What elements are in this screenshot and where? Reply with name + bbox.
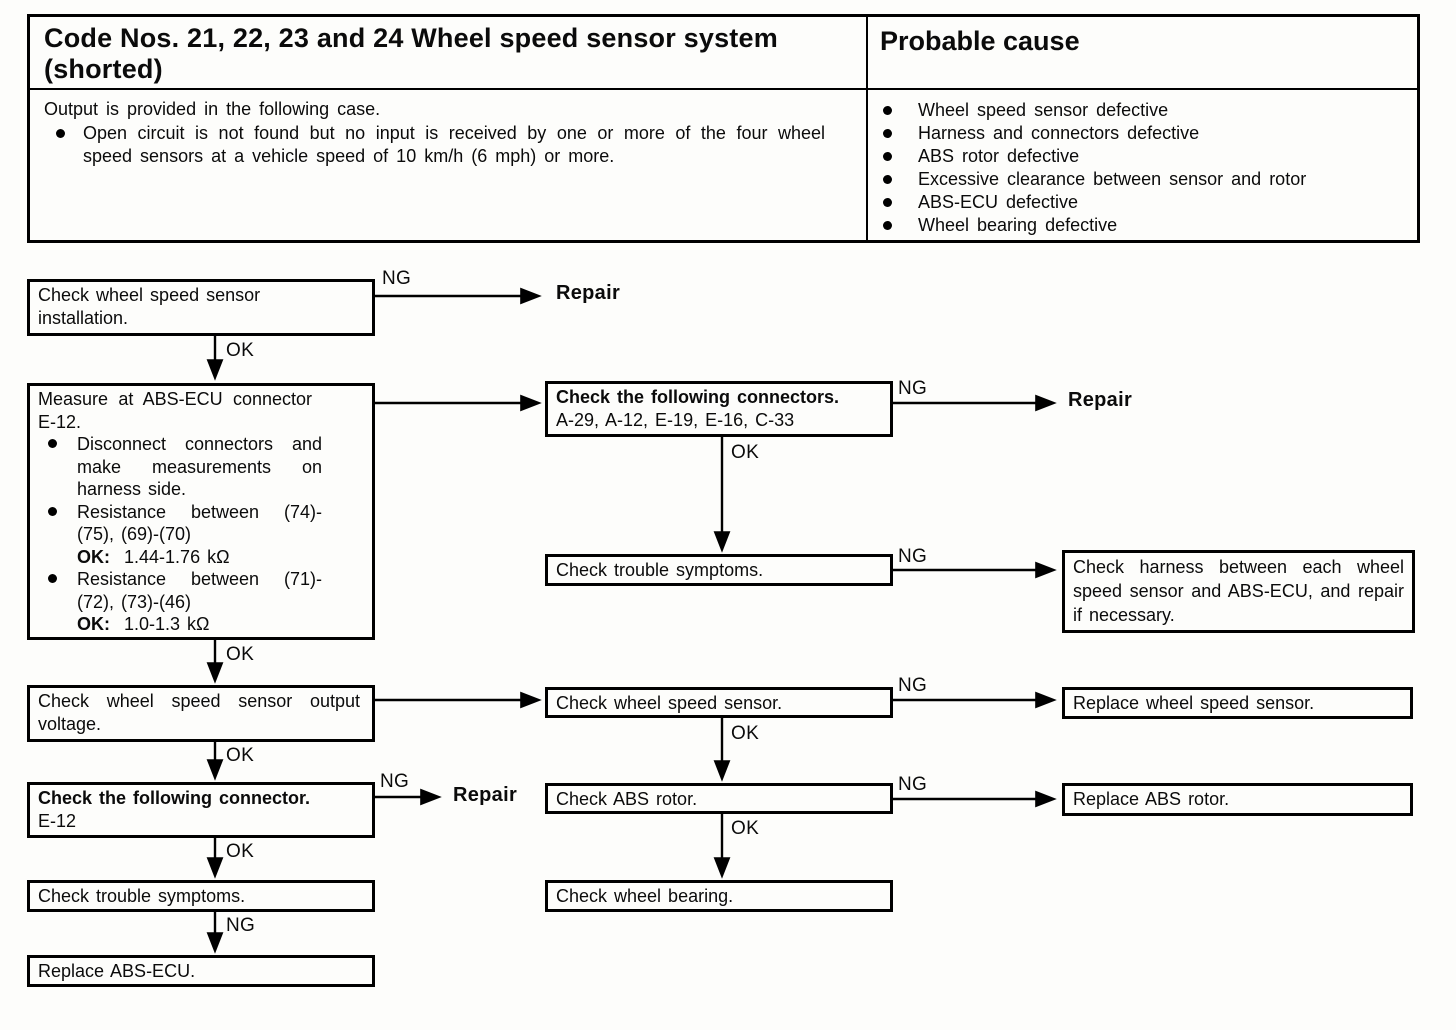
resistance-spec: Resistance between (74)-(75), (69)-(70)	[77, 501, 322, 545]
flow-node-check-connector-e12: Check the following connector. E-12	[27, 782, 375, 838]
probable-cause-list: Wheel speed sensor defective Harness and…	[883, 99, 1413, 237]
flow-node-measure-ecu-connector: Measure at ABS-ECU connector E-12. Disco…	[27, 383, 375, 640]
node-text: Check trouble symptoms.	[38, 886, 246, 906]
cause-item: Wheel bearing defective	[883, 214, 1413, 237]
node-text: Replace ABS-ECU.	[38, 961, 196, 981]
node-text: Check wheel speed sensor output voltage.	[38, 691, 360, 734]
cause-item: Excessive clearance between sensor and r…	[883, 168, 1413, 191]
resistance-spec: Resistance between (71)-(72), (73)-(46)	[77, 569, 322, 612]
edge-label-ok: OK	[226, 644, 255, 665]
flow-node-replace-abs-rotor: Replace ABS rotor.	[1062, 783, 1413, 816]
cause-text: Wheel bearing defective	[918, 215, 1118, 235]
ok-label: OK:	[77, 546, 110, 567]
cause-item: ABS rotor defective	[883, 145, 1413, 168]
bullet-text: Resistance between (71)-(72), (73)-(46) …	[77, 568, 322, 636]
node-text: Replace wheel speed sensor.	[1073, 693, 1315, 713]
bullet-dot	[883, 152, 892, 161]
edge-label-ng: NG	[898, 675, 928, 696]
flow-node-check-wheel-bearing: Check wheel bearing.	[545, 880, 893, 912]
cause-text: Harness and connectors defective	[918, 123, 1200, 143]
bullet-dot	[883, 175, 892, 184]
probable-cause-heading: Probable cause	[880, 26, 1080, 56]
flow-node-replace-wheel-speed-sensor: Replace wheel speed sensor.	[1062, 687, 1413, 719]
flow-node-check-harness: Check harness between each wheel speed s…	[1062, 550, 1415, 633]
ok-value: 1.0-1.3 kΩ	[124, 614, 210, 634]
bullet-item: Resistance between (71)-(72), (73)-(46) …	[48, 568, 364, 636]
cause-item: Wheel speed sensor defective	[883, 99, 1413, 122]
output-intro: Output is provided in the following case…	[44, 99, 381, 119]
flow-node-check-connectors: Check the following connectors. A-29, A-…	[545, 381, 893, 437]
edge-label-ok: OK	[226, 340, 255, 361]
bullet-dot	[883, 129, 892, 138]
edge-label-ng: NG	[898, 378, 928, 399]
cause-text: ABS-ECU defective	[918, 192, 1079, 212]
edge-label-ok: OK	[731, 818, 760, 839]
flow-node-replace-abs-ecu: Replace ABS-ECU.	[27, 955, 375, 987]
node-text: Check ABS rotor.	[556, 789, 698, 809]
bullet-dot	[48, 506, 57, 516]
terminal-repair: Repair	[556, 282, 621, 304]
table-horizontal-divider	[30, 88, 1417, 90]
ok-value: 1.44-1.76 kΩ	[124, 546, 230, 567]
flow-node-check-wheel-speed-sensor: Check wheel speed sensor.	[545, 687, 893, 718]
cause-text: Wheel speed sensor defective	[918, 100, 1169, 120]
node-title: Check the following connector.	[38, 788, 311, 808]
bullet-item: Resistance between (74)-(75), (69)-(70) …	[48, 501, 364, 569]
output-description: Output is provided in the following case…	[44, 98, 844, 168]
flow-node-check-trouble-symptoms-left: Check trouble symptoms.	[27, 880, 375, 912]
node-text: Check wheel speed sensor installation.	[38, 285, 261, 328]
cause-item: ABS-ECU defective	[883, 191, 1413, 214]
node-detail: A-29, A-12, E-19, E-16, C-33	[556, 410, 795, 430]
node-text: Replace ABS rotor.	[1073, 789, 1230, 809]
code-title: Code Nos. 21, 22, 23 and 24 Wheel speed …	[44, 23, 778, 84]
ok-spec: OK: 1.0-1.3 kΩ	[77, 613, 322, 636]
bullet-text: Disconnect connectors and make measureme…	[77, 434, 322, 499]
node-text: Check wheel speed sensor.	[556, 693, 783, 713]
node-text: Check trouble symptoms.	[556, 560, 764, 580]
bullet-dot	[883, 198, 892, 207]
terminal-repair: Repair	[1068, 389, 1133, 411]
bullet-item: Disconnect connectors and make measureme…	[48, 433, 364, 501]
cause-item: Harness and connectors defective	[883, 122, 1413, 145]
ok-spec: OK: 1.44-1.76 kΩ	[77, 546, 322, 569]
bullet-dot	[883, 106, 892, 115]
edge-label-ng: NG	[382, 268, 412, 289]
node-title: Measure at ABS-ECU connector E-12.	[38, 389, 312, 432]
ok-label: OK:	[77, 614, 110, 634]
cause-text: ABS rotor defective	[918, 146, 1080, 166]
bullet-dot	[48, 574, 57, 583]
flow-node-check-trouble-symptoms-mid: Check trouble symptoms.	[545, 554, 893, 586]
cause-text: Excessive clearance between sensor and r…	[918, 169, 1307, 189]
bullet-dot	[883, 221, 892, 230]
bullet-text: Resistance between (74)-(75), (69)-(70) …	[77, 501, 322, 569]
bullet-dot	[56, 129, 65, 138]
edge-label-ok: OK	[226, 841, 255, 862]
edge-label-ng: NG	[380, 771, 410, 792]
bullet-dot	[48, 439, 57, 448]
node-detail: E-12	[38, 811, 77, 831]
code-info-table: Code Nos. 21, 22, 23 and 24 Wheel speed …	[27, 14, 1420, 243]
edge-label-ng: NG	[226, 915, 256, 936]
terminal-repair: Repair	[453, 784, 518, 806]
flow-node-check-abs-rotor: Check ABS rotor.	[545, 783, 893, 814]
edge-label-ok: OK	[731, 442, 760, 463]
flow-node-check-installation: Check wheel speed sensor installation.	[27, 279, 375, 336]
node-title: Check the following connectors.	[556, 387, 840, 407]
node-text: Check wheel bearing.	[556, 886, 734, 906]
edge-label-ng: NG	[898, 774, 928, 795]
table-vertical-divider	[866, 17, 868, 240]
output-case-text: Open circuit is not found but no input i…	[83, 123, 825, 166]
output-case-item: Open circuit is not found but no input i…	[44, 122, 844, 168]
flow-node-check-output-voltage: Check wheel speed sensor output voltage.	[27, 685, 375, 742]
edge-label-ok: OK	[731, 723, 760, 744]
edge-label-ng: NG	[898, 546, 928, 567]
node-text: Check harness between each wheel speed s…	[1073, 557, 1404, 625]
edge-label-ok: OK	[226, 745, 255, 766]
